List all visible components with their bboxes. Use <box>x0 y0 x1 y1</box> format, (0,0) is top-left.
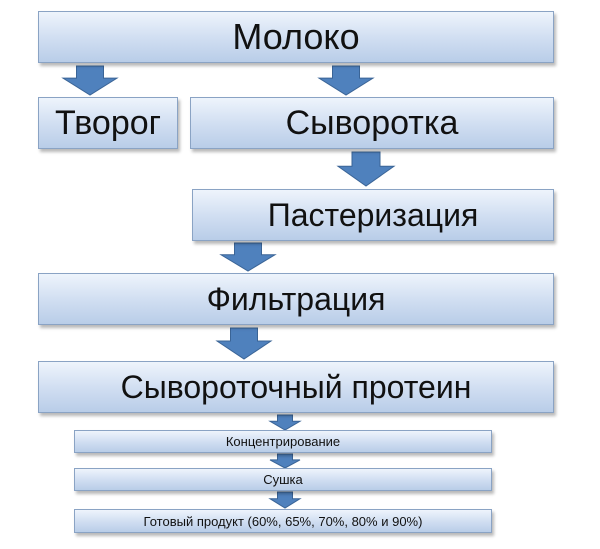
node-concentration: Концентрирование <box>74 430 492 453</box>
node-finished-product: Готовый продукт (60%, 65%, 70%, 80% и 90… <box>74 509 492 533</box>
arrow-concentration-to-drying <box>269 453 301 469</box>
node-drying-label: Сушка <box>263 472 303 487</box>
node-finished-product-label: Готовый продукт (60%, 65%, 70%, 80% и 90… <box>143 513 423 529</box>
arrow-whey-to-pasteurization <box>336 151 396 187</box>
node-filtration-label: Фильтрация <box>206 280 386 317</box>
node-filtration: Фильтрация <box>38 273 554 325</box>
arrow-pasteurization-to-filtration <box>219 242 277 272</box>
node-cottage-cheese: Творог <box>38 97 178 149</box>
arrow-milk-to-cottage-cheese <box>61 65 119 96</box>
node-concentration-label: Концентрирование <box>225 434 341 449</box>
node-whey-protein-label: Сывороточный протеин <box>120 368 472 405</box>
arrow-filtration-to-whey-protein <box>215 327 273 360</box>
node-milk: Молоко <box>38 11 554 63</box>
node-milk-label: Молоко <box>232 16 360 57</box>
node-cottage-cheese-label: Творог <box>54 103 162 142</box>
arrow-whey-protein-to-concentration <box>268 414 302 431</box>
arrow-drying-to-finished-product <box>268 491 302 509</box>
node-whey: Сыворотка <box>190 97 554 149</box>
node-pasteurization-label: Пастеризация <box>267 196 479 233</box>
node-whey-label: Сыворотка <box>285 103 459 142</box>
arrow-milk-to-whey <box>317 65 375 96</box>
node-drying: Сушка <box>74 468 492 491</box>
node-pasteurization: Пастеризация <box>192 189 554 241</box>
node-whey-protein: Сывороточный протеин <box>38 361 554 413</box>
